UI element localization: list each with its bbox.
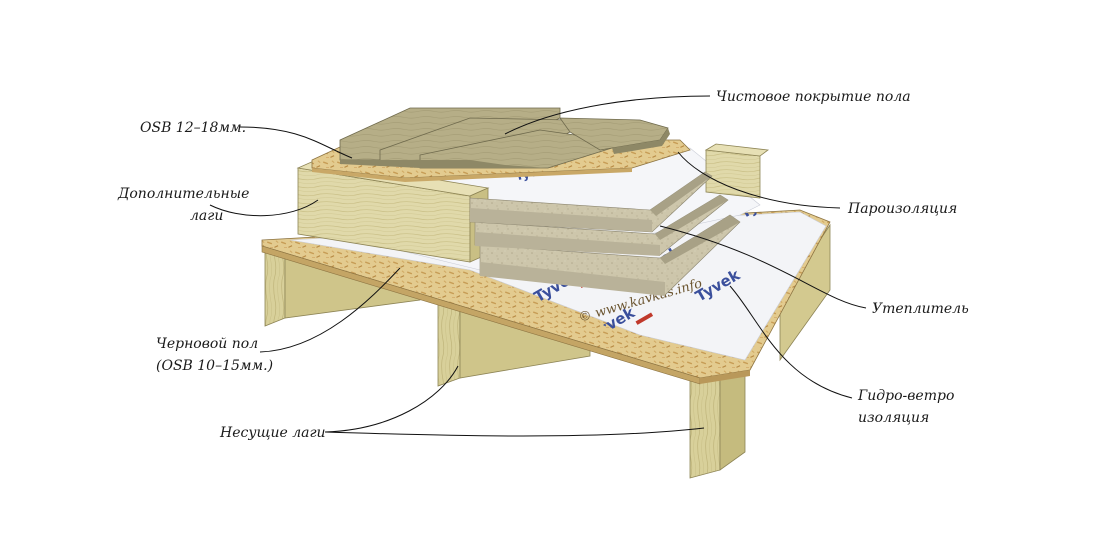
insulation-slabs (469, 171, 741, 296)
label-osb-top: OSB 12–18мм. (140, 120, 246, 136)
leader-bearing-1 (324, 365, 459, 433)
label-extra-joists-line1: Дополнительные (117, 186, 249, 202)
label-vapor-barrier: Пароизоляция (847, 201, 957, 217)
labels: OSB 12–18мм. Чистовое покрытие пола Допо… (117, 89, 969, 441)
leader-osb-top (239, 126, 353, 159)
leader-finish (504, 95, 711, 135)
leader-bearing-2 (324, 427, 705, 437)
label-bearing-joists: Несущие лаги (219, 425, 326, 441)
leader-hydro (729, 285, 853, 399)
finish-floor-boards (339, 107, 670, 169)
leader-extra-joists (209, 199, 319, 217)
leader-insulation (659, 225, 867, 309)
label-extra-joists-line2: лаги (190, 208, 223, 224)
label-subfloor-line1: Черновой пол (156, 336, 258, 352)
leader-subfloor (259, 267, 401, 353)
leader-vapor (677, 151, 841, 209)
label-subfloor-line2: (OSB 10–15мм.) (156, 358, 273, 374)
label-hydro-line1: Гидро-ветро (857, 388, 954, 404)
leader-lines (209, 95, 867, 437)
label-insulation: Утеплитель (872, 301, 969, 317)
label-hydro-line2: изоляция (858, 410, 929, 426)
label-finish-coating: Чистовое покрытие пола (716, 89, 911, 105)
